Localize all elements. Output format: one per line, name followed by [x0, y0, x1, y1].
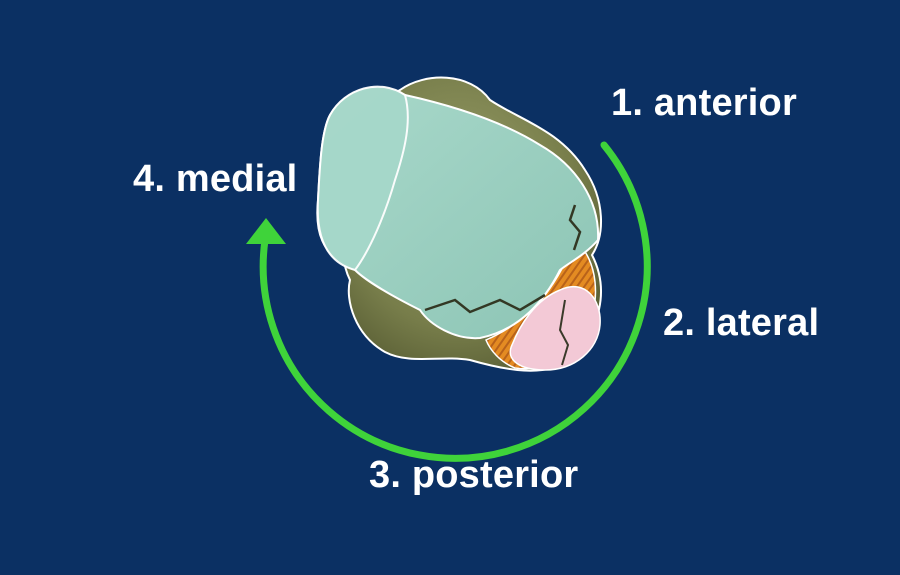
arrowhead-icon	[246, 218, 286, 244]
label-medial: 4. medial	[133, 158, 298, 200]
label-lateral: 2. lateral	[663, 302, 820, 344]
circular-arrow-icon	[259, 141, 651, 462]
pink-fragment	[509, 285, 601, 371]
label-posterior: 3. posterior	[369, 454, 579, 496]
cartilage-flap	[316, 85, 409, 272]
pink-fragment-crack	[558, 299, 570, 366]
cartilage-crack	[424, 293, 546, 314]
label-anterior: 1. anterior	[611, 82, 797, 124]
cartilage-crack-right	[568, 204, 582, 251]
